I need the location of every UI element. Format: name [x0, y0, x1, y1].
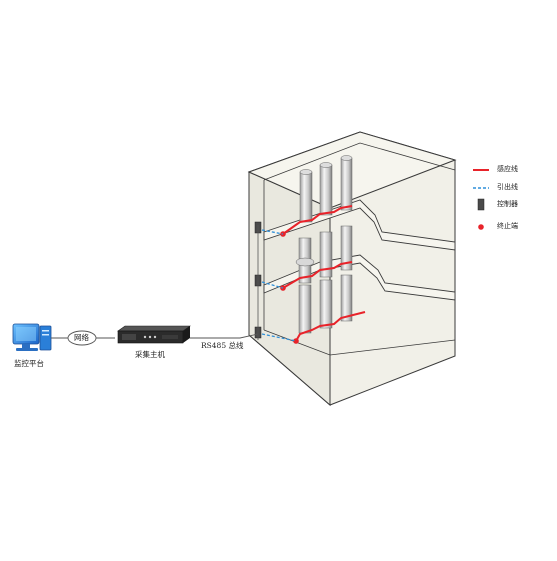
pipe	[319, 164, 333, 216]
pipe	[340, 157, 353, 211]
left-wall	[248, 171, 331, 407]
pipes	[295, 155, 353, 334]
pipe	[299, 171, 313, 223]
legend-label: 引出线	[497, 183, 518, 191]
lead-lines	[261, 229, 297, 342]
rs485-bus-line	[190, 333, 259, 339]
legend-device-icon	[477, 198, 485, 211]
collector-host-icon	[117, 325, 191, 344]
rs485-bus-label: RS485 总线	[201, 341, 244, 350]
collector-host-label: 采集主机	[135, 350, 165, 359]
computer-icon	[12, 323, 52, 351]
floor-slab-1	[263, 199, 456, 251]
sensing-lines	[282, 205, 366, 342]
legend-label: 感应线	[497, 165, 518, 173]
monitor-platform-label: 监控平台	[14, 359, 44, 368]
pipe	[319, 231, 333, 278]
network-label: 网络	[74, 333, 89, 342]
pipe	[340, 225, 353, 271]
legend-symbols	[473, 169, 489, 230]
legend-label: 控制器	[497, 200, 518, 208]
legend-dot-icon	[478, 224, 484, 230]
pipe	[340, 274, 353, 322]
legend-label: 终止端	[497, 222, 518, 230]
pipe	[319, 279, 333, 329]
pipe	[298, 284, 312, 334]
